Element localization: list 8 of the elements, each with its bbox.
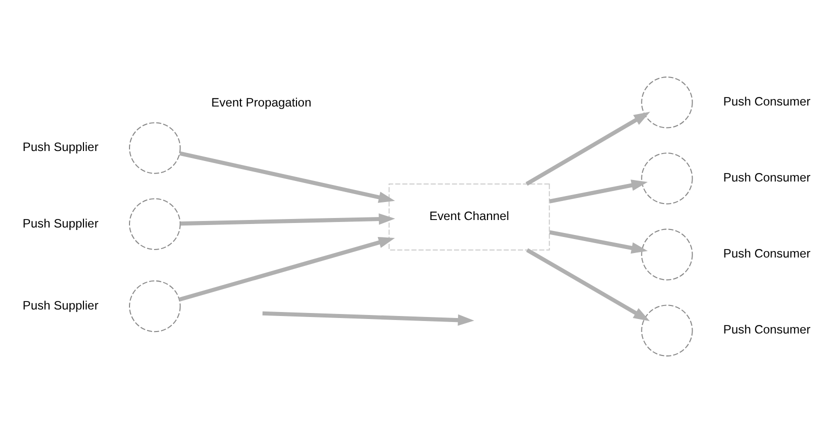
legend-label: Event Propagation [210, 96, 311, 110]
node-label: Push Supplier [22, 298, 98, 312]
node-label: Push Consumer [722, 246, 810, 261]
node-label: Push Consumer [722, 94, 810, 109]
node-label: Push Consumer [722, 170, 810, 185]
node-label: Push Consumer [722, 322, 810, 337]
node-label: Push Supplier [22, 140, 98, 154]
node-label: Push Supplier [22, 216, 98, 230]
